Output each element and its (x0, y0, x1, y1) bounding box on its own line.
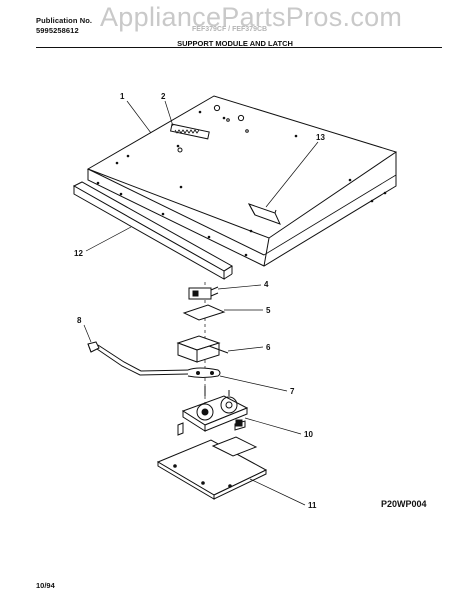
switch-part (188, 286, 219, 300)
callout-7: 7 (290, 387, 295, 396)
model-numbers: FEF379CF / FEF379CB (192, 26, 268, 33)
callout-1: 1 (120, 92, 125, 101)
diagram-code: P20WP004 (381, 499, 427, 509)
front-rail (72, 181, 233, 280)
latch-knob (87, 341, 100, 353)
callout-4: 4 (264, 280, 269, 289)
support-module-panel (86, 95, 398, 267)
callout-8: 8 (77, 316, 82, 325)
page-title: SUPPORT MODULE AND LATCH (177, 39, 293, 48)
revision-date: 10/94 (36, 581, 55, 590)
callout-11: 11 (308, 501, 317, 510)
plate-part (182, 304, 226, 321)
callout-13: 13 (316, 133, 325, 142)
watermark: AppliancePartsPros.com (100, 2, 403, 32)
base-plate (156, 436, 268, 500)
latch-mechanism (177, 386, 249, 436)
bracket-part (247, 203, 281, 225)
latch-rod (96, 344, 221, 378)
shield-box (176, 335, 229, 363)
callout-10: 10 (304, 430, 313, 439)
callout-6: 6 (266, 343, 271, 352)
publication-number: 5995258612 (36, 26, 79, 35)
callout-5: 5 (266, 306, 271, 315)
label-strip (169, 123, 210, 140)
publication-label: Publication No. (36, 16, 93, 25)
callout-2: 2 (161, 92, 166, 101)
callout-12: 12 (74, 249, 83, 258)
header-rule (36, 47, 442, 48)
